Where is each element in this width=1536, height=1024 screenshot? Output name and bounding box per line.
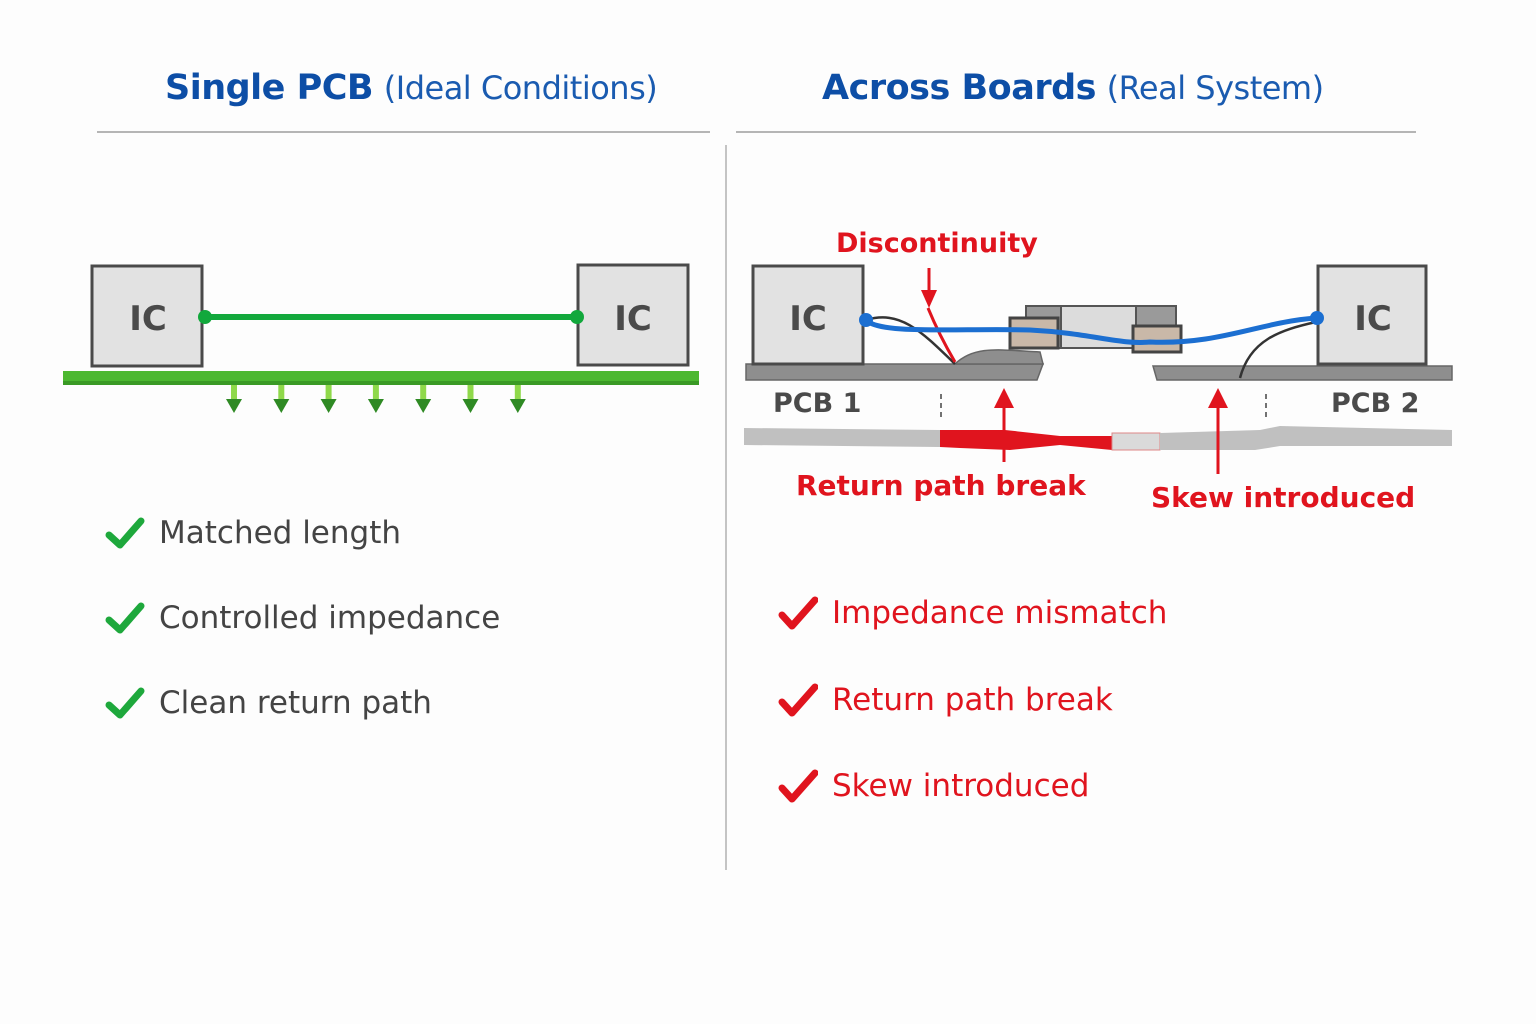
- checklist-text: Return path break: [832, 682, 1113, 718]
- signal-pad-left: [859, 313, 873, 327]
- checklist-text: Impedance mismatch: [832, 595, 1168, 631]
- green-checkmark-icon: [105, 687, 145, 719]
- checklist-item: Skew introduced: [778, 768, 1089, 804]
- return-wire-pcb2: [1238, 320, 1317, 379]
- green-checkmark-icon: [105, 602, 145, 634]
- right-ic-label-a: IC: [789, 299, 827, 339]
- left-title-sub: (Ideal Conditions): [383, 69, 658, 107]
- red-checkmark-icon: [778, 769, 818, 803]
- panel-divider: [725, 145, 727, 870]
- return-current-arrow-icon: [367, 385, 384, 413]
- left-title-rule: [97, 131, 710, 133]
- left-ic-label-b: IC: [614, 299, 652, 339]
- signal-pad-right: [1310, 311, 1324, 325]
- return-current-arrow-icon: [320, 385, 337, 413]
- checklist-text: Controlled impedance: [159, 600, 501, 636]
- discontinuity-arrow: [921, 268, 937, 308]
- right-title-bold: Across Boards: [822, 68, 1096, 108]
- return-current-arrow-icon: [415, 385, 432, 413]
- right-title-rule: [736, 131, 1416, 133]
- pcb2-label: PCB 2: [1331, 388, 1420, 419]
- return-current-arrow-icon: [226, 385, 242, 413]
- red-checkmark-icon: [778, 596, 818, 630]
- checklist-item: Clean return path: [105, 685, 432, 721]
- skew-introduced-label: Skew introduced: [1151, 481, 1416, 514]
- signal-trace: [864, 315, 1317, 345]
- return-path-break-arrow: [994, 388, 1014, 462]
- discontinuity-mark: [926, 307, 957, 363]
- red-checkmark-icon: [778, 683, 818, 717]
- return-path-strip: [744, 394, 1452, 451]
- checklist-item: Matched length: [105, 515, 401, 551]
- checklist-text: Matched length: [159, 515, 402, 551]
- return-current-arrow-icon: [273, 385, 290, 413]
- ground-plane-shade: [63, 381, 699, 385]
- pcb1-connector-ramp: [953, 349, 1044, 365]
- trace-pad-left: [198, 310, 212, 324]
- right-ic-label-b: IC: [1354, 299, 1392, 339]
- right-title-sub: (Real System): [1106, 69, 1324, 107]
- checklist-text: Clean return path: [159, 685, 432, 721]
- right-ic-chip-a: [751, 264, 865, 366]
- return-current-arrows: [226, 385, 526, 413]
- pcb1-label: PCB 1: [773, 388, 862, 419]
- left-title-bold: Single PCB: [165, 68, 374, 108]
- pcb1-board: [745, 363, 1045, 381]
- left-panel-title: Single PCB (Ideal Conditions): [165, 68, 658, 108]
- right-panel-title: Across Boards (Real System): [822, 68, 1324, 108]
- checklist-text: Skew introduced: [832, 768, 1090, 804]
- checklist-item: Impedance mismatch: [778, 595, 1167, 631]
- return-wire-pcb1: [865, 316, 956, 365]
- left-ic-chip-b: [576, 263, 690, 367]
- right-diagram: IC IC: [744, 264, 1453, 474]
- trace-pad-right: [570, 310, 584, 324]
- green-checkmark-icon: [105, 517, 145, 549]
- skew-introduced-arrow: [1208, 388, 1228, 474]
- return-path-break-label: Return path break: [796, 469, 1086, 502]
- checklist-item: Return path break: [778, 682, 1113, 718]
- left-diagram: IC IC: [63, 263, 699, 413]
- left-ic-label-a: IC: [129, 299, 167, 339]
- discontinuity-label: Discontinuity: [836, 228, 1038, 259]
- return-current-arrow-icon: [509, 385, 526, 413]
- pcb2-board: [1152, 365, 1453, 381]
- return-current-arrow-icon: [462, 385, 479, 413]
- checklist-item: Controlled impedance: [105, 600, 500, 636]
